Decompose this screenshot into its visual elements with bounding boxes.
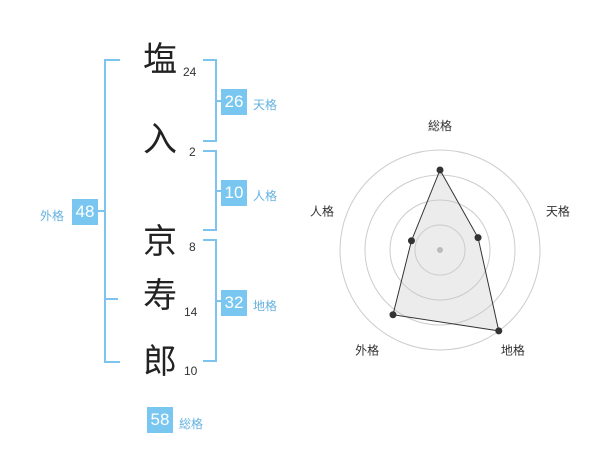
tenkaku-connector [215,100,221,102]
radar-point-3 [495,327,503,335]
name-char-3: 京 [143,222,177,262]
radar-axis-label-4: 外格 [355,342,379,357]
stroke-count-2: 2 [189,145,196,159]
jinkaku-label: 人格 [253,189,278,203]
stroke-count-3: 8 [189,240,196,254]
name-char-2: 入 [143,120,177,160]
jinkaku-value-badge: 10 [221,180,247,206]
radar-point-5 [407,237,415,245]
gaikaku-value-badge: 48 [72,199,98,225]
gaikaku-bracket-tick [104,298,118,300]
stroke-count-5: 10 [184,364,198,378]
chikaku-label: 地格 [253,299,278,313]
radar-series-area [392,168,500,332]
chikaku-value-badge: 32 [221,290,247,316]
radar-axis-label-1: 総格 [428,118,452,133]
soukaku-label: 総格 [179,417,204,431]
soukaku-value-badge: 58 [147,407,173,433]
radar-point-1 [436,166,444,174]
name-char-4: 寿 [143,276,177,316]
stroke-count-4: 14 [184,305,198,319]
radar-axis-label-5: 人格 [310,204,334,219]
tenkaku-label: 天格 [253,98,278,112]
radar-point-2 [474,234,482,242]
gaikaku-label: 外格 [40,209,65,223]
radar-center-dot [437,247,443,253]
jinkaku-connector [215,190,221,192]
gaikaku-connector [96,210,104,212]
name-char-5: 郎 [143,342,177,382]
radar-point-4 [389,311,397,319]
gaikaku-bracket [104,59,120,363]
name-char-1: 塩 [143,40,177,80]
chikaku-connector [215,300,221,302]
tenkaku-value-badge: 26 [221,89,247,115]
radar-axis-label-2: 天格 [546,204,570,219]
stroke-count-1: 24 [183,65,197,79]
radar-axis-label-3: 地格 [501,342,525,357]
